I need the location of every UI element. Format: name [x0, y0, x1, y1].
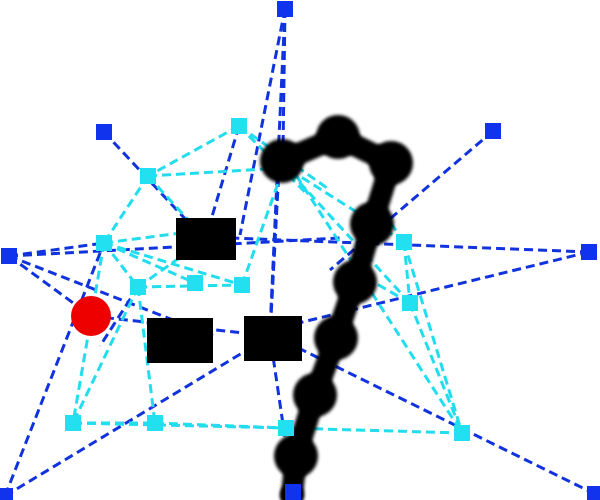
inner-edge-25: [288, 170, 412, 305]
inner-node-i10: [147, 415, 163, 431]
inner-edge-2: [238, 124, 331, 192]
obstacle-3-block: [244, 316, 302, 361]
inner-edge-21: [402, 241, 412, 304]
inner-node-i12: [278, 420, 294, 436]
outer-edge-10: [205, 235, 590, 254]
inner-edge-16: [240, 171, 284, 286]
trajectory-waypoint: [316, 115, 360, 159]
outer-edge-13: [3, 242, 106, 497]
trajectory-waypoint: [293, 373, 337, 417]
trajectory-waypoint: [260, 139, 304, 183]
inner-node-i5: [187, 275, 203, 291]
outer-node-o2: [96, 124, 112, 140]
inner-edge-26: [294, 174, 464, 434]
inner-edge-5: [147, 166, 283, 178]
inner-edge-14: [136, 286, 157, 424]
inner-edge-12: [137, 283, 243, 289]
obstacle-1-block: [176, 218, 236, 260]
outer-node-o4: [1, 248, 17, 264]
inner-node-i7: [396, 234, 412, 250]
outer-node-o6: [0, 488, 13, 500]
goal-marker: [71, 296, 111, 336]
trajectory-waypoint: [350, 202, 394, 246]
outer-edge-15: [268, 335, 295, 493]
inner-node-i4: [130, 279, 146, 295]
trajectory-layer: [260, 115, 413, 500]
outer-edge-11: [269, 250, 590, 332]
outer-node-o7: [587, 486, 600, 500]
inner-node-i1: [231, 118, 247, 134]
inner-edge-1: [147, 124, 240, 178]
inner-node-i2: [140, 168, 156, 184]
obstacle-2-block: [147, 318, 213, 363]
trajectory-waypoint: [369, 141, 413, 185]
inner-node-i9: [65, 415, 81, 431]
inner-node-i6: [234, 277, 250, 293]
outer-edge-9: [329, 129, 494, 272]
inner-node-i8: [402, 295, 418, 311]
trajectory-waypoint: [333, 260, 377, 304]
inner-edge-19: [154, 421, 287, 430]
trajectory-waypoint: [314, 316, 358, 360]
outer-edge-17: [98, 286, 140, 347]
inner-edge-18: [72, 421, 287, 430]
outer-edge-1: [238, 8, 287, 236]
inner-edge-8: [103, 241, 196, 285]
inner-edge-4: [102, 175, 150, 244]
inner-edge-22: [402, 241, 464, 434]
inner-edge-23: [408, 302, 464, 434]
outer-node-o8: [285, 484, 301, 500]
trajectory-waypoint: [274, 434, 318, 478]
inner-node-i11: [454, 425, 470, 441]
inner-node-i3: [96, 235, 112, 251]
outer-node-o1: [277, 1, 293, 17]
outer-edge-4: [102, 130, 206, 241]
outer-edge-3: [281, 8, 287, 151]
outer-node-o5: [581, 244, 597, 260]
obstacle-layer: [147, 218, 302, 363]
inner-edge-9: [103, 241, 243, 287]
inner-edge-13: [71, 286, 140, 424]
outer-node-o3: [485, 123, 501, 139]
outer-edge-12: [4, 333, 273, 498]
